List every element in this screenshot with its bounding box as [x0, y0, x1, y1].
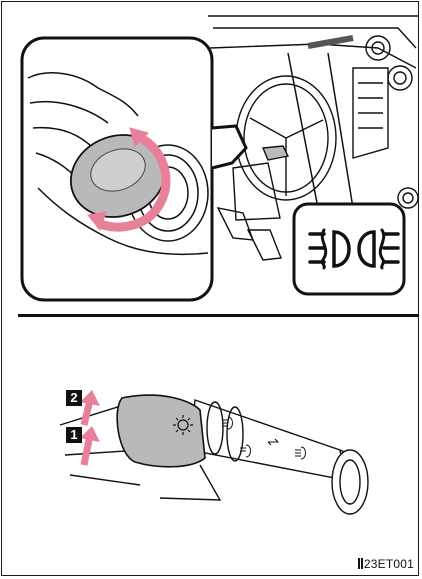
figure-code: 23ET001 [358, 557, 414, 571]
stalk-illustration [40, 370, 400, 550]
stalk-knob [117, 395, 205, 467]
dashboard-illustration [18, 8, 418, 308]
step-1-badge: 1 [66, 427, 82, 443]
step-2-badge: 2 [66, 390, 82, 406]
figure-code-text: 23ET001 [364, 557, 414, 571]
section-divider [18, 314, 419, 317]
